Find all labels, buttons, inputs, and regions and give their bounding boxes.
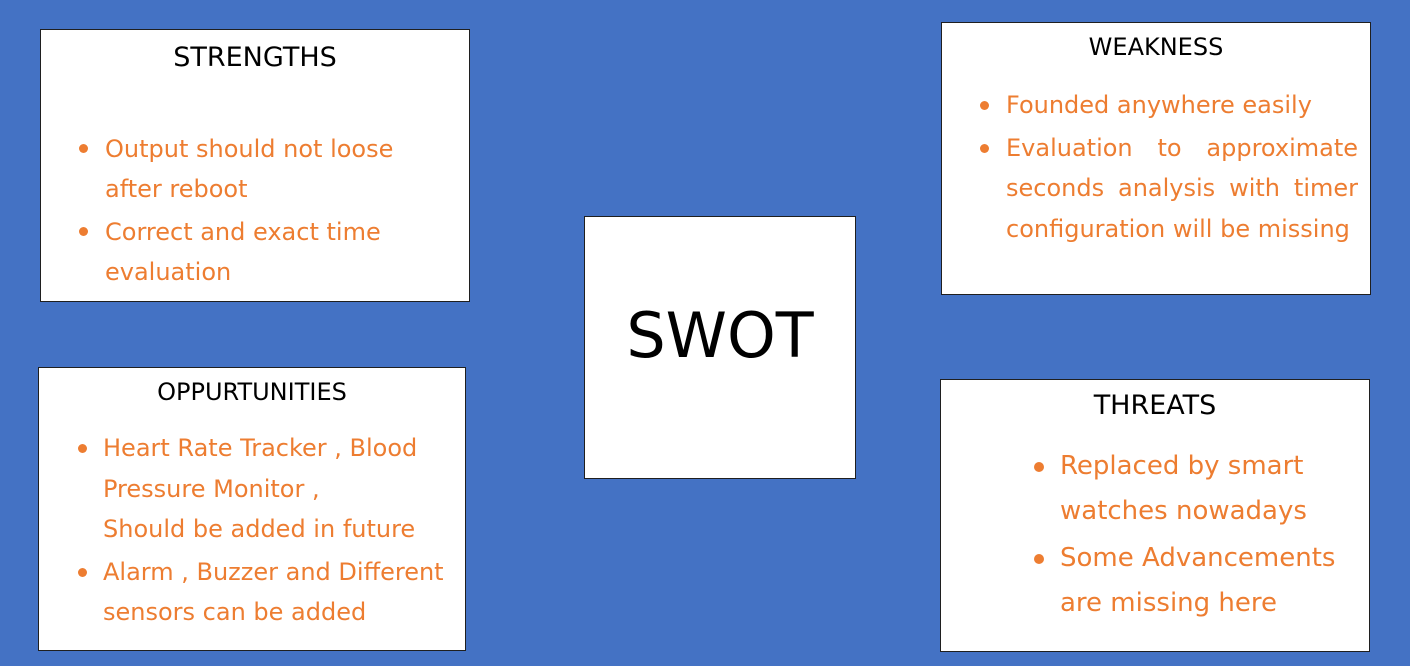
opportunities-item-line: Alarm , Buzzer and Different xyxy=(103,557,444,586)
threats-item: Replaced by smart watches nowadays xyxy=(1034,444,1355,534)
opportunities-box: OPPURTUNITIES Heart Rate Tracker , Blood… xyxy=(38,367,466,651)
opportunities-item-line: sensors can be added xyxy=(103,598,367,626)
weakness-item-line: configuration will be missing xyxy=(1006,214,1350,243)
threats-title: THREATS xyxy=(1093,390,1217,421)
opportunities-item-line: Heart Rate Tracker , Blood xyxy=(103,434,418,462)
opportunities-item: Alarm , Buzzer and Different sensors can… xyxy=(78,552,458,633)
opportunities-list: Heart Rate Tracker , Blood Pressure Moni… xyxy=(78,428,458,635)
strengths-box: STRENGTHS Output should not loose after … xyxy=(40,29,470,302)
weakness-item-line: seconds analysis with timer xyxy=(1006,174,1358,202)
weakness-list: Founded anywhere easily Evaluation to ap… xyxy=(980,85,1358,251)
bullet-icon xyxy=(78,567,87,577)
strengths-list: Output should not loose after reboot Cor… xyxy=(79,129,455,295)
threats-item: Some Advancements are missing here xyxy=(1034,536,1355,626)
opportunities-item: Heart Rate Tracker , Blood Pressure Moni… xyxy=(78,428,458,550)
weakness-item: Evaluation to approximate seconds analys… xyxy=(980,128,1358,250)
bullet-icon xyxy=(980,143,989,153)
threats-item-line: watches nowadays xyxy=(1060,496,1307,526)
weakness-item-line: Founded anywhere easily xyxy=(1006,91,1312,119)
strengths-item-line: Output should not loose xyxy=(105,135,394,163)
swot-label: SWOT xyxy=(626,299,814,372)
bullet-icon xyxy=(79,227,88,236)
strengths-item: Correct and exact time evaluation xyxy=(79,212,455,292)
bullet-icon xyxy=(980,101,989,110)
weakness-item-line: Evaluation to approximate xyxy=(1006,133,1358,162)
opportunities-item-line: Pressure Monitor , xyxy=(103,474,320,503)
weakness-box: WEAKNESS Founded anywhere easily Evaluat… xyxy=(941,22,1371,295)
bullet-icon xyxy=(78,444,87,453)
threats-item-line: Some Advancements xyxy=(1060,543,1336,573)
bullet-icon xyxy=(1034,554,1044,564)
threats-item-line: are missing here xyxy=(1060,588,1278,618)
threats-item-line: Replaced by smart xyxy=(1060,451,1304,481)
strengths-item-line: after reboot xyxy=(105,175,248,203)
weakness-item: Founded anywhere easily xyxy=(980,85,1358,126)
weakness-title: WEAKNESS xyxy=(1088,33,1224,61)
strengths-title: STRENGTHS xyxy=(173,42,337,73)
bullet-icon xyxy=(79,144,88,153)
bullet-icon xyxy=(1034,462,1044,472)
swot-center-box: SWOT xyxy=(584,216,856,479)
strengths-item-line: evaluation xyxy=(105,258,232,286)
strengths-item-line: Correct and exact time xyxy=(105,218,381,246)
threats-list: Replaced by smart watches nowadays Some … xyxy=(1034,444,1355,628)
strengths-item: Output should not loose after reboot xyxy=(79,129,455,209)
threats-box: THREATS Replaced by smart watches nowada… xyxy=(940,379,1370,652)
opportunities-item-line: Should be added in future xyxy=(103,515,416,543)
opportunities-title: OPPURTUNITIES xyxy=(157,378,347,406)
